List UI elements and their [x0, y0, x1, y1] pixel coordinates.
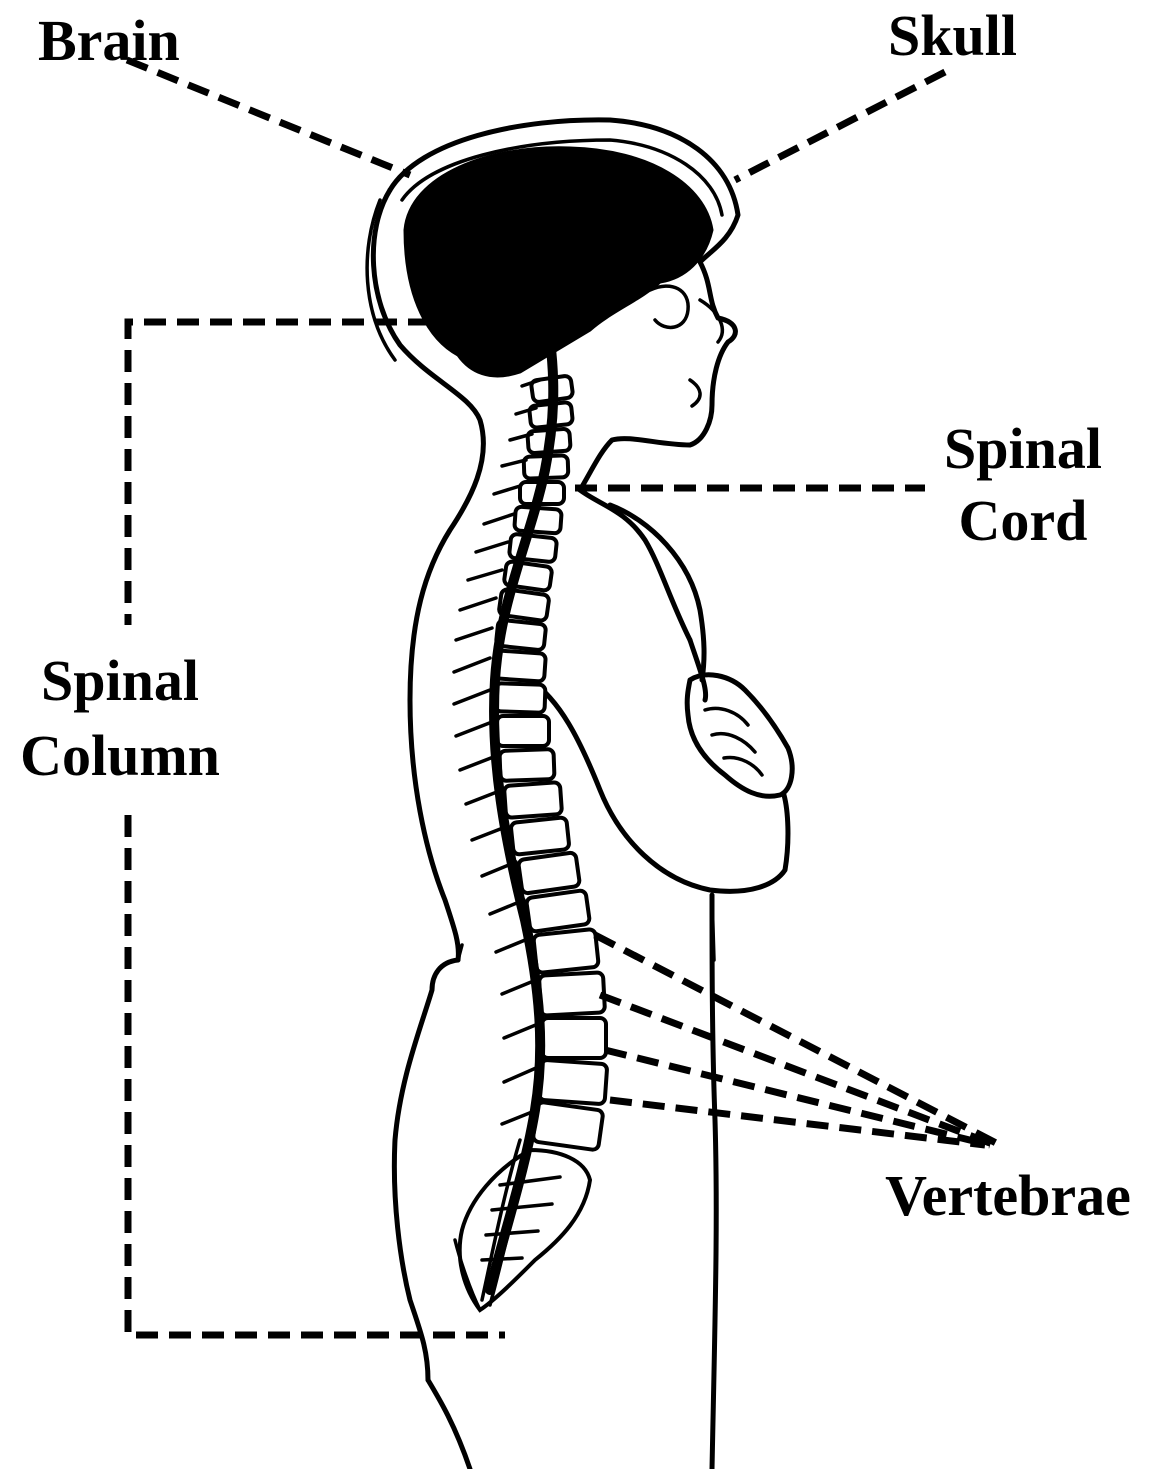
spinal-column-bracket-bottom: [128, 815, 505, 1335]
vertebra: [526, 890, 590, 932]
vertebrae-leader-line-2: [600, 995, 995, 1145]
vertebra: [499, 749, 554, 781]
spinal-cord-label-line-1: Spinal: [944, 416, 1102, 481]
skull-label: Skull: [888, 3, 1017, 68]
front-lower-outline: [712, 895, 716, 1469]
vertebra: [510, 817, 569, 855]
body-figure: [367, 120, 792, 1469]
brain-leader-line: [127, 60, 410, 175]
mouth-detail: [690, 380, 700, 406]
finger-line-2: [712, 734, 755, 752]
finger-line-3: [724, 757, 762, 775]
hand-outline: [687, 675, 792, 797]
nose-detail: [700, 300, 722, 342]
back-inner-line: [367, 200, 395, 360]
lower-back-outline: [394, 960, 458, 1380]
vertebra: [497, 716, 549, 746]
front-outline: [580, 490, 690, 640]
vertebra: [539, 1060, 608, 1105]
vertebra: [542, 1018, 606, 1058]
brain-shape: [405, 148, 712, 376]
brain-label: Brain: [38, 8, 180, 73]
front-waist-line: [712, 895, 714, 960]
vertebrae-label: Vertebrae: [885, 1163, 1131, 1228]
skull-leader-line: [735, 72, 945, 180]
vertebrae-leader-line-3: [605, 1050, 990, 1145]
vertebrae-leader-line-1: [595, 935, 1000, 1145]
chest-outline: [610, 505, 704, 680]
spinal-column-label-line-1: Spinal: [41, 648, 199, 713]
ear-detail: [650, 286, 688, 327]
vertebra: [533, 1102, 604, 1151]
leg-back-outline: [428, 1380, 470, 1469]
spinal-column-label-line-2: Column: [20, 723, 220, 788]
spinal-cord-label-line-2: Cord: [959, 488, 1088, 553]
vertebra: [504, 782, 562, 818]
finger-line-1: [705, 708, 748, 725]
vertebra: [495, 683, 546, 713]
vertebra: [518, 852, 580, 894]
spinal-column-bracket-top: [128, 322, 430, 625]
vertebra: [533, 929, 599, 973]
vertebra: [539, 972, 605, 1015]
